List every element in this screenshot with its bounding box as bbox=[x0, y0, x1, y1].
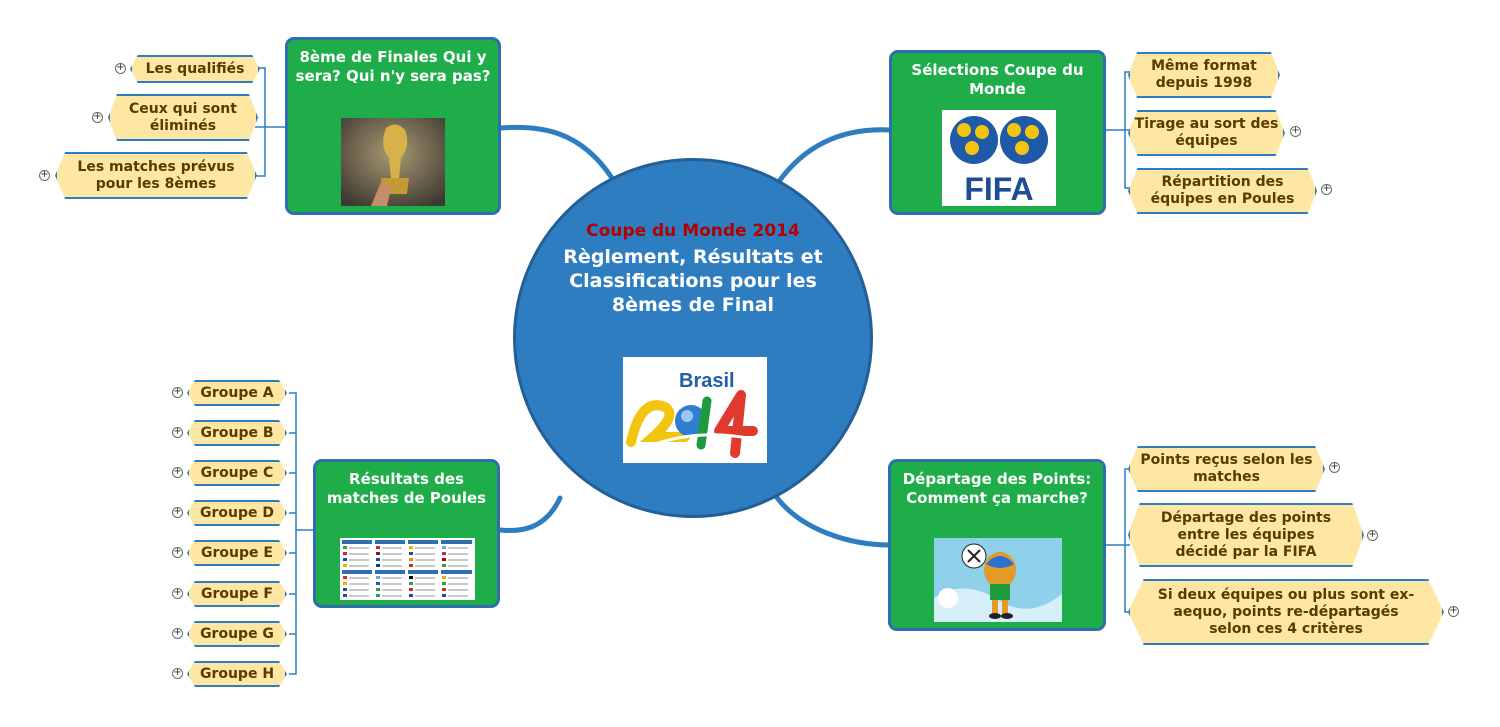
expand-icon[interactable]: + bbox=[172, 466, 183, 478]
branch-departage-title: Départage des Points: Comment ça marche? bbox=[902, 470, 1092, 507]
mascot-image bbox=[934, 538, 1062, 622]
central-subtitle: Règlement, Résultats et Classifications … bbox=[563, 246, 823, 316]
expand-icon[interactable]: + bbox=[172, 587, 183, 599]
leaf-qualifies[interactable]: Les qualifiés bbox=[130, 55, 260, 83]
leaf-format[interactable]: Même format depuis 1998 bbox=[1128, 52, 1280, 98]
expand-icon[interactable]: + bbox=[172, 667, 183, 679]
leaf-groupe-h[interactable]: Groupe H bbox=[187, 661, 287, 687]
leaf-groupe-f[interactable]: Groupe F bbox=[187, 581, 287, 607]
branch-finales[interactable]: 8ème de Finales Qui y sera? Qui n'y sera… bbox=[285, 37, 501, 215]
link-center-departage bbox=[772, 492, 893, 548]
leaf-groupe-g[interactable]: Groupe G bbox=[187, 621, 287, 647]
branch-selections-title: Sélections Coupe du Monde bbox=[911, 61, 1084, 98]
link-center-finales bbox=[497, 124, 615, 181]
leaf-repartition[interactable]: Répartition des équipes en Poules bbox=[1128, 168, 1317, 214]
branch-departage[interactable]: Départage des Points: Comment ça marche? bbox=[888, 459, 1106, 631]
expand-icon[interactable]: + bbox=[115, 62, 126, 74]
expand-icon[interactable]: + bbox=[172, 426, 183, 438]
central-topic[interactable]: Coupe du Monde 2014 Règlement, Résultats… bbox=[513, 158, 873, 518]
leaf-groupe-b[interactable]: Groupe B bbox=[187, 420, 287, 446]
expand-icon[interactable]: + bbox=[1329, 461, 1340, 473]
expand-icon[interactable]: + bbox=[1448, 605, 1459, 617]
logo-brasil-text: Brasil bbox=[679, 370, 735, 392]
expand-icon[interactable]: + bbox=[172, 627, 183, 639]
leaf-exaequo[interactable]: Si deux équipes ou plus sont ex-aequo, p… bbox=[1128, 579, 1444, 645]
leaf-groupe-c[interactable]: Groupe C bbox=[187, 460, 287, 486]
link-center-resultats bbox=[497, 495, 563, 533]
expand-icon[interactable]: + bbox=[1290, 125, 1301, 137]
leaf-groupe-e[interactable]: Groupe E bbox=[187, 540, 287, 566]
fifa-text: FIFA bbox=[964, 171, 1033, 206]
branch-finales-title: 8ème de Finales Qui y sera? Qui n'y sera… bbox=[295, 48, 491, 85]
leaf-groupe-a[interactable]: Groupe A bbox=[187, 380, 287, 406]
fifa-logo: FIFA bbox=[942, 110, 1056, 207]
expand-icon[interactable]: + bbox=[92, 111, 103, 123]
branch-resultats-title: Résultats des matches de Poules bbox=[326, 470, 487, 507]
trophy-image bbox=[341, 118, 445, 206]
expand-icon[interactable]: + bbox=[172, 506, 183, 518]
link-center-selections bbox=[777, 127, 893, 183]
branch-resultats[interactable]: Résultats des matches de Poules bbox=[313, 459, 500, 608]
leaf-departage-fifa[interactable]: Départage des points entre les équipes d… bbox=[1128, 503, 1364, 567]
branch-selections[interactable]: Sélections Coupe du Monde FIFA bbox=[889, 50, 1106, 215]
brasil-2014-logo: Brasil bbox=[623, 357, 767, 463]
leaf-tirage[interactable]: Tirage au sort des équipes bbox=[1128, 110, 1285, 156]
leaf-groupe-d[interactable]: Groupe D bbox=[187, 500, 287, 526]
leaf-elimines[interactable]: Ceux qui sont éliminés bbox=[108, 94, 258, 141]
expand-icon[interactable]: + bbox=[1321, 183, 1332, 195]
central-title: Coupe du Monde 2014 bbox=[586, 221, 800, 241]
expand-icon[interactable]: + bbox=[1367, 529, 1378, 541]
groups-table-image bbox=[340, 538, 475, 600]
leaf-matches-8emes[interactable]: Les matches prévus pour les 8èmes bbox=[55, 152, 257, 199]
expand-icon[interactable]: + bbox=[172, 546, 183, 558]
leaf-points-recus[interactable]: Points reçus selon les matches bbox=[1128, 446, 1325, 492]
expand-icon[interactable]: + bbox=[39, 169, 50, 181]
expand-icon[interactable]: + bbox=[172, 386, 183, 398]
